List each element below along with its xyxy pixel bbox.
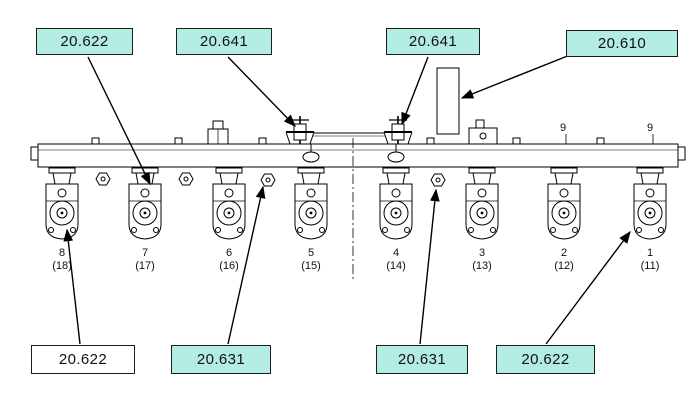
rail-mark: 9 [647,122,653,134]
rail-mark: 9 [560,122,566,134]
callout-top-20-641-left[interactable]: 20.641 [176,28,272,55]
unit-ref: (12) [554,260,574,272]
unit-number: 6 [226,247,232,259]
leader-arrow [419,188,440,345]
unit-number-labels: 8 (18) 7 (17) 6 (16) 5 (15) 4 (14) 3 (13… [52,247,659,272]
leader-arrow [460,54,571,99]
assembly-unit-3 [465,167,499,240]
leader-arrow [401,56,429,126]
main-rail [30,137,686,168]
callout-label: 20.622 [60,33,109,50]
leader-arrows [63,54,631,345]
unit-number: 4 [393,247,399,259]
rail-mark-labels: 9 9 [560,122,654,144]
unit-number: 2 [561,247,567,259]
unit-ref: (15) [301,260,321,272]
hex-fitting [260,173,276,187]
unit-number: 8 [59,247,65,259]
callout-label: 20.631 [397,351,447,368]
callout-bottom-20-631-left[interactable]: 20.631 [171,345,271,374]
leader-arrow [87,56,151,186]
callout-top-20-610[interactable]: 20.610 [566,30,678,57]
vertical-plate-part [436,67,460,135]
unit-number: 3 [479,247,485,259]
assembly-unit-6 [212,167,246,240]
unit-ref: (13) [472,260,492,272]
callout-bottom-20-622-right[interactable]: 20.622 [496,345,595,374]
rail-bracket-right [468,119,498,145]
callout-bottom-20-631-right[interactable]: 20.631 [376,345,468,374]
assembly-unit-5 [294,167,328,240]
unit-ref: (18) [52,260,72,272]
callout-label: 20.622 [521,351,570,368]
hex-fitting [95,172,111,186]
leader-arrow [545,230,631,345]
unit-ref: (17) [135,260,155,272]
callout-label: 20.641 [408,33,458,50]
leader-arrow [63,228,81,345]
unit-number: 7 [142,247,148,259]
unit-ref: (16) [219,260,239,272]
callout-label: 20.610 [597,35,647,52]
clamp-assembly-left [285,115,320,163]
leader-arrow [227,185,266,345]
hex-fitting [430,173,446,187]
callout-label: 20.631 [196,351,246,368]
callout-label: 20.622 [58,351,108,368]
callout-top-20-622[interactable]: 20.622 [36,28,133,55]
assembly-unit-4 [379,167,413,240]
callout-bottom-20-622-left[interactable]: 20.622 [31,345,135,374]
hex-fitting [178,172,194,186]
clamp-assembly-right [383,115,413,163]
assembly-unit-8 [45,167,79,240]
unit-number: 5 [308,247,314,259]
unit-number: 1 [647,247,653,259]
unit-ref: (14) [386,260,406,272]
rail-bracket-left [207,120,229,145]
assembly-unit-2 [547,167,581,240]
assembly-unit-7 [128,167,162,240]
assembly-unit-1 [633,167,667,240]
callout-top-20-641-right[interactable]: 20.641 [386,28,480,55]
callout-label: 20.641 [199,33,249,50]
unit-ref: (11) [641,260,660,272]
leader-arrow [227,56,296,128]
